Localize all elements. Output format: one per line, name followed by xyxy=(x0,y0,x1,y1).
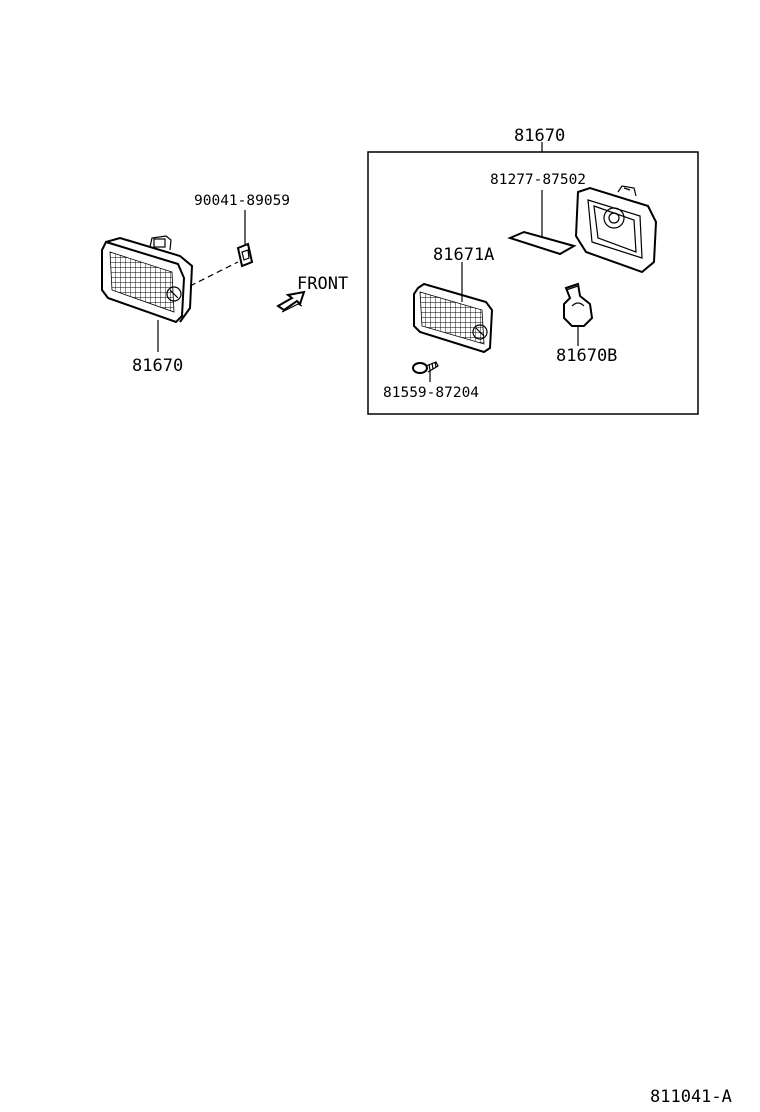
bulb-icon xyxy=(563,282,594,346)
lamp-assembly-box xyxy=(367,142,699,415)
clip-part-number: 90041-89059 xyxy=(194,193,290,209)
side-marker-lamp-left xyxy=(101,235,194,352)
clip-nut xyxy=(236,210,254,268)
lamp-left-part-number: 81670 xyxy=(132,356,183,376)
lens-part-number: 81671A xyxy=(433,245,494,265)
bulb-part-number: 81670B xyxy=(556,346,617,366)
screw-icon xyxy=(412,361,439,382)
lamp-lens xyxy=(413,262,494,354)
attachment-line xyxy=(189,261,239,287)
assembly-part-number: 81670 xyxy=(514,126,565,146)
screw-part-number: 81559-87204 xyxy=(383,385,479,401)
front-arrow-icon xyxy=(276,290,306,313)
gasket-part-number: 81277-87502 xyxy=(490,172,586,188)
diagram-id: 811041-A xyxy=(650,1087,732,1107)
gasket xyxy=(507,190,577,256)
front-label: FRONT xyxy=(297,274,348,294)
lamp-housing xyxy=(574,185,658,274)
